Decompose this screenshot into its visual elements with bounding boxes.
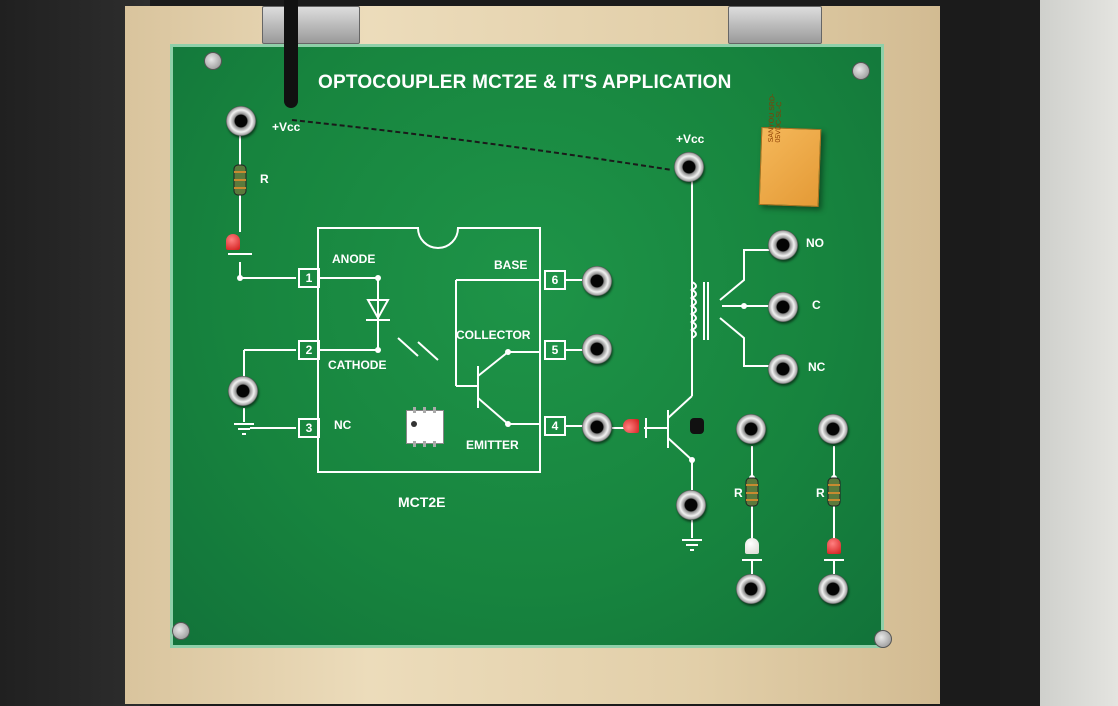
relay-coil (689, 281, 697, 339)
trace-nc (719, 317, 774, 367)
led-red-left (226, 234, 240, 250)
jack-emitter[interactable] (582, 412, 612, 442)
hinge-right (728, 6, 822, 44)
jack-relay-no[interactable] (768, 230, 798, 260)
r-mid-label: R (734, 486, 743, 500)
out-transistor-collector (667, 395, 693, 419)
light-arrow2 (417, 341, 439, 361)
trace-no (719, 249, 774, 301)
led-clear-mid (745, 538, 759, 554)
jack-mid-top[interactable] (736, 414, 766, 444)
optocoupler-chip (406, 407, 444, 447)
pin-5: 5 (544, 340, 566, 360)
jack-ground-left[interactable] (228, 376, 258, 406)
r-right-label: R (816, 486, 825, 500)
anode-label: ANODE (332, 252, 376, 266)
jack-right-bottom[interactable] (818, 574, 848, 604)
jack-relay-c[interactable] (768, 292, 798, 322)
screw-top-right (852, 62, 870, 80)
jack-base[interactable] (582, 266, 612, 296)
nc-pin-label: NC (334, 418, 352, 432)
screw-top-left (204, 52, 222, 70)
relay-marking: SANYOU SRD-05VDC-SL-C (767, 93, 784, 143)
collector-label: COLLECTOR (456, 328, 531, 342)
pin-1: 1 (298, 268, 320, 288)
jack-relay-nc[interactable] (768, 354, 798, 384)
jack-vcc-right[interactable] (674, 152, 704, 182)
hinge-left (262, 6, 360, 44)
ic-outline (317, 227, 541, 473)
relay-c-label: C (812, 298, 821, 312)
led-red-right (827, 538, 841, 554)
cathode-label: CATHODE (328, 358, 387, 372)
pin-2: 2 (298, 340, 320, 360)
vcc-left-label: +Vcc (272, 120, 301, 134)
background-right (1000, 0, 1118, 706)
vcc-right-label: +Vcc (676, 132, 705, 146)
jack-mid-bottom[interactable] (736, 574, 766, 604)
relay-component: SANYOU SRD-05VDC-SL-C (758, 94, 822, 208)
transistor-body (690, 418, 704, 434)
pin-4: 4 (544, 416, 566, 436)
emitter-label: EMITTER (466, 438, 519, 452)
relay-no-label: NO (806, 236, 824, 250)
led-red-output (623, 419, 639, 433)
jack-output-emitter[interactable] (676, 490, 706, 520)
pin-3: 3 (298, 418, 320, 438)
transistor-emitter (477, 397, 509, 425)
jack-vcc-left[interactable] (226, 106, 256, 136)
light-arrow1 (397, 337, 419, 357)
ic-name-label: MCT2E (398, 494, 446, 510)
screw-bottom-left (172, 622, 190, 640)
jack-right-top[interactable] (818, 414, 848, 444)
out-transistor-emitter (667, 437, 693, 461)
jumper-wire (291, 119, 673, 171)
relay-nc-label: NC (808, 360, 826, 374)
transistor-collector (477, 351, 509, 377)
power-cable (284, 0, 298, 108)
jack-collector[interactable] (582, 334, 612, 364)
screw-bottom-right (874, 630, 892, 648)
board-title: OPTOCOUPLER MCT2E & IT'S APPLICATION (318, 72, 732, 93)
base-label: BASE (494, 258, 528, 272)
r-left-label: R (260, 172, 269, 186)
pin-6: 6 (544, 270, 566, 290)
diode-symbol (366, 299, 390, 321)
